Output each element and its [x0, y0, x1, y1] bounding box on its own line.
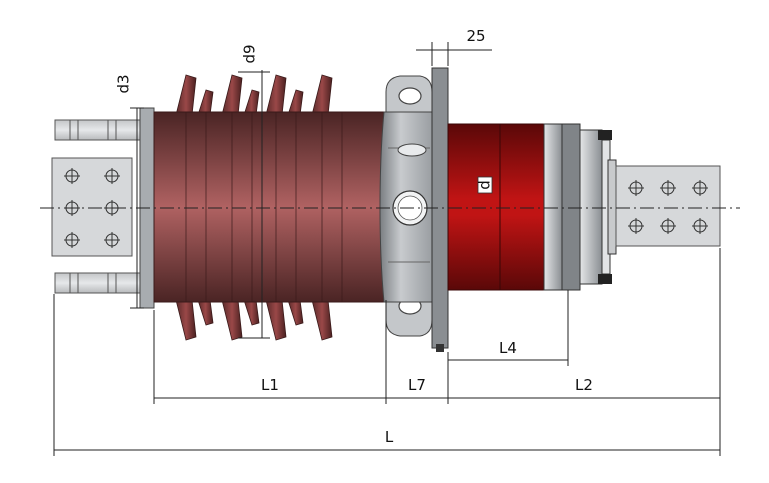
red-sleeve [447, 123, 545, 291]
insulator-body [153, 111, 387, 303]
d3-label: d3 [115, 74, 133, 93]
L4-label: L4 [499, 339, 517, 357]
left-upper-rod [54, 119, 146, 141]
ring-1 [543, 123, 563, 291]
mounting-flange [379, 67, 449, 352]
L2-label: L2 [575, 376, 593, 394]
left-terminal-pad [51, 157, 133, 257]
lower-clamp [598, 274, 612, 284]
left-terminal [51, 107, 155, 309]
ring-2 [561, 123, 581, 291]
flange-vent [397, 143, 427, 157]
d-label: d [476, 180, 494, 190]
L7-label: L7 [408, 376, 426, 394]
left-lower-rod [54, 272, 146, 294]
L-label: L [385, 428, 394, 446]
ring-5 [607, 159, 617, 255]
dim-25-label: 25 [466, 27, 485, 45]
upper-clamp [598, 130, 612, 140]
insulator-sheds [175, 74, 333, 341]
oil-side-sleeve: d [447, 123, 617, 291]
L1-label: L1 [261, 376, 279, 394]
flange-upper-hole [398, 87, 422, 105]
d-label-box [477, 176, 493, 194]
dimensions: d3 d9 25 L4 L1 L7 L2 L [53, 27, 721, 456]
right-terminal [615, 165, 721, 247]
ring-3 [579, 129, 603, 285]
d9-label: d9 [241, 44, 259, 63]
flange-bolt [436, 344, 444, 352]
porcelain-insulator [153, 74, 387, 341]
